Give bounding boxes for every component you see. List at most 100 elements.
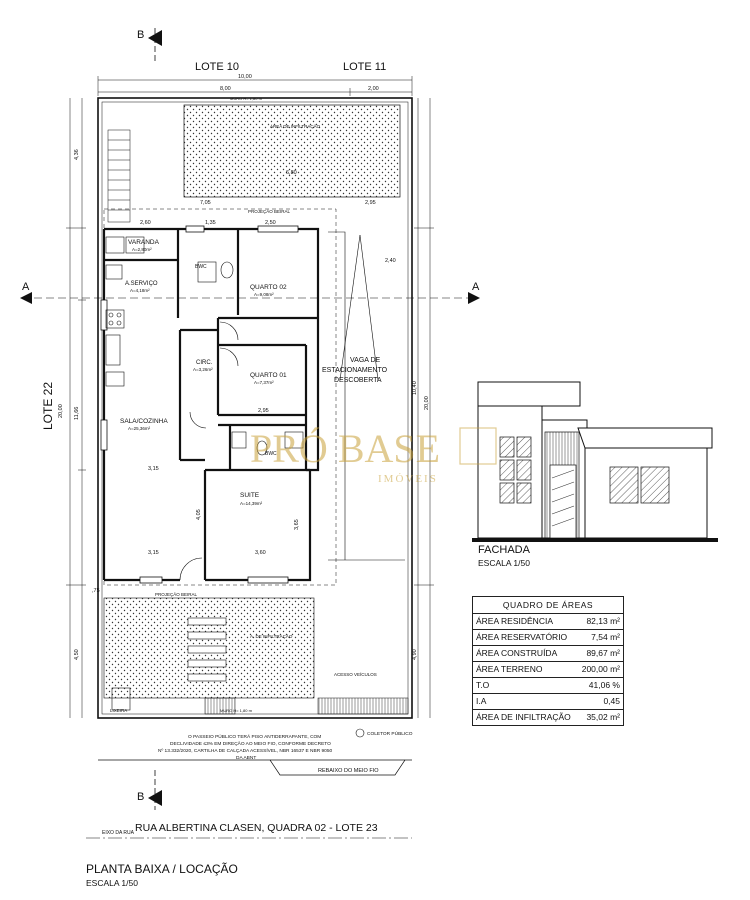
muro-bottom-note: MURO H= 1,80 m (220, 708, 253, 713)
room-circ-area: A=3,26m² (193, 367, 213, 372)
projection-note-top: PROJEÇÃO BEIRAL (248, 208, 291, 214)
street-axis-label: EIXO DA RUA (102, 830, 135, 836)
room-servico-area: A=4,18m² (130, 288, 150, 293)
room-bwc-1: BWC (195, 264, 207, 270)
dim-right-bottom: 4,90 (412, 649, 418, 660)
room-quarto-02: QUARTO 02 (250, 284, 287, 291)
public-collector-icon (355, 728, 365, 738)
dim-total-width: 10,00 (238, 74, 252, 80)
room-suite-area: A=14,39m² (240, 501, 263, 506)
wall-inner-line (101, 101, 409, 715)
room-servico: A.SERVIÇO (125, 281, 158, 287)
room-quarto-02-area: A=9,08m² (254, 292, 274, 297)
street-name: RUA ALBERTINA CLASEN, QUADRA 02 - LOTE 2… (135, 822, 378, 834)
plan-title: PLANTA BAIXA / LOCAÇÃO (86, 862, 238, 876)
dim-right-total: 20,00 (424, 396, 430, 410)
dim-260: 2,60 (140, 220, 151, 226)
lot-10-label: LOTE 10 (195, 61, 239, 73)
parking-label-1: VAGA DE (350, 357, 381, 364)
section-a-label-right: A (472, 281, 480, 293)
parking-label-2: ESTACIONAMENTO (322, 367, 388, 374)
room-circ: CIRC. (196, 360, 213, 366)
room-quarto-01: QUARTO 01 (250, 372, 287, 379)
projection-note-bottom: PROJEÇÃO BEIRAL (155, 591, 198, 597)
house-walls (102, 227, 320, 582)
room-bwc-2: BWC (265, 451, 277, 457)
infiltration-top-note: ÁREA DE INFILTRAÇÃO (270, 123, 321, 129)
front-steps (187, 617, 227, 682)
dim-295-room: 2,95 (258, 408, 269, 414)
sidewalk-note-2: DECLIVIDADE ≤3% EM DIREÇÃO AO MEIO FIO, … (170, 740, 331, 747)
dim-total-height: 20,00 (58, 404, 64, 418)
dim-250: 2,50 (265, 220, 276, 226)
lot-11-label: LOTE 11 (343, 61, 386, 73)
public-collector-label: COLETOR PÚBLICO (367, 730, 413, 737)
dim-infiltration-width: 6,80 (286, 170, 297, 176)
curb-lowering-label: REBAIXO DO MEIO FIO (318, 768, 379, 774)
dim-240: 2,40 (385, 258, 396, 264)
dim-135: 1,35 (205, 220, 216, 226)
vehicle-access-note: ACESSO VEÍCULOS (334, 671, 377, 677)
doors (179, 321, 239, 581)
curb (98, 759, 412, 776)
plan-scale: ESCALA 1/50 (86, 878, 138, 888)
watermark-sub: IMÓVEIS (378, 473, 438, 485)
facade-title: FACHADA (478, 544, 531, 556)
bathroom-fixtures (197, 261, 304, 456)
infiltration-front-note: A. DE INFILTRAÇÃO (250, 633, 293, 639)
lot-boundary (97, 97, 413, 719)
sidewalk-note-4: DA ABNT (236, 755, 256, 761)
room-varanda: VARANDA (128, 239, 160, 246)
dim-405: 4,05 (196, 509, 202, 520)
room-sala-area: A=25,36m² (128, 426, 151, 431)
room-quarto-01-area: A=7,37m² (254, 380, 274, 385)
parking-space (328, 231, 405, 561)
infiltration-area-top (183, 104, 401, 198)
section-b-label-bottom: B (137, 791, 144, 803)
dim-left-top: 4,36 (74, 149, 80, 160)
section-marker-b: B B (137, 28, 162, 810)
watermark-brand: PRÓ BASE (250, 426, 440, 471)
front-gate (204, 697, 236, 715)
dim-705: 7,05 (200, 200, 211, 206)
vehicle-gate (317, 697, 409, 715)
dim-315-b: 3,15 (148, 550, 159, 556)
right-dimensions (414, 98, 434, 718)
facade-drawing (472, 381, 718, 542)
dim-295: 2,95 (365, 200, 376, 206)
dim-315-a: 3,15 (148, 466, 159, 472)
watermark-logo-icon (459, 427, 497, 465)
dim-left-mid: 11,66 (74, 407, 80, 420)
stair (107, 129, 131, 223)
room-sala-cozinha: SALA/COZINHA (120, 418, 168, 425)
muro-top-note: MURO H= 1,80 m (230, 96, 263, 101)
sidewalk-note-3: Nº 13.332/2020, CARTILHA DE CALÇADA ACES… (158, 747, 333, 754)
areas-table-header: QUADRO DE ÁREAS (473, 597, 623, 614)
roof-projection (103, 208, 337, 586)
room-varanda-area: A=2,80m² (132, 247, 152, 252)
dim-365: 3,65 (294, 519, 300, 530)
dim-left-bottom: 4,50 (74, 649, 80, 660)
dim-top-b: 2,00 (368, 86, 379, 92)
sidewalk-note-1: O PASSEIO PÚBLICO TERÁ PISO ANTIDERRAPAN… (188, 733, 321, 740)
section-a-label-left: A (22, 281, 30, 293)
trash-bin (111, 687, 131, 711)
lot-22-label: LOTE 22 (41, 382, 55, 430)
facade-scale: ESCALA 1/50 (478, 558, 530, 568)
section-b-label-top: B (137, 29, 144, 41)
room-suite: SUITE (240, 492, 260, 499)
trash-bin-label: LIXEIRA (110, 708, 127, 713)
left-dimensions (66, 98, 86, 718)
dim-360: 3,60 (255, 550, 266, 556)
dim-right-mid: 10,40 (412, 381, 418, 395)
top-dimensions (97, 76, 413, 96)
